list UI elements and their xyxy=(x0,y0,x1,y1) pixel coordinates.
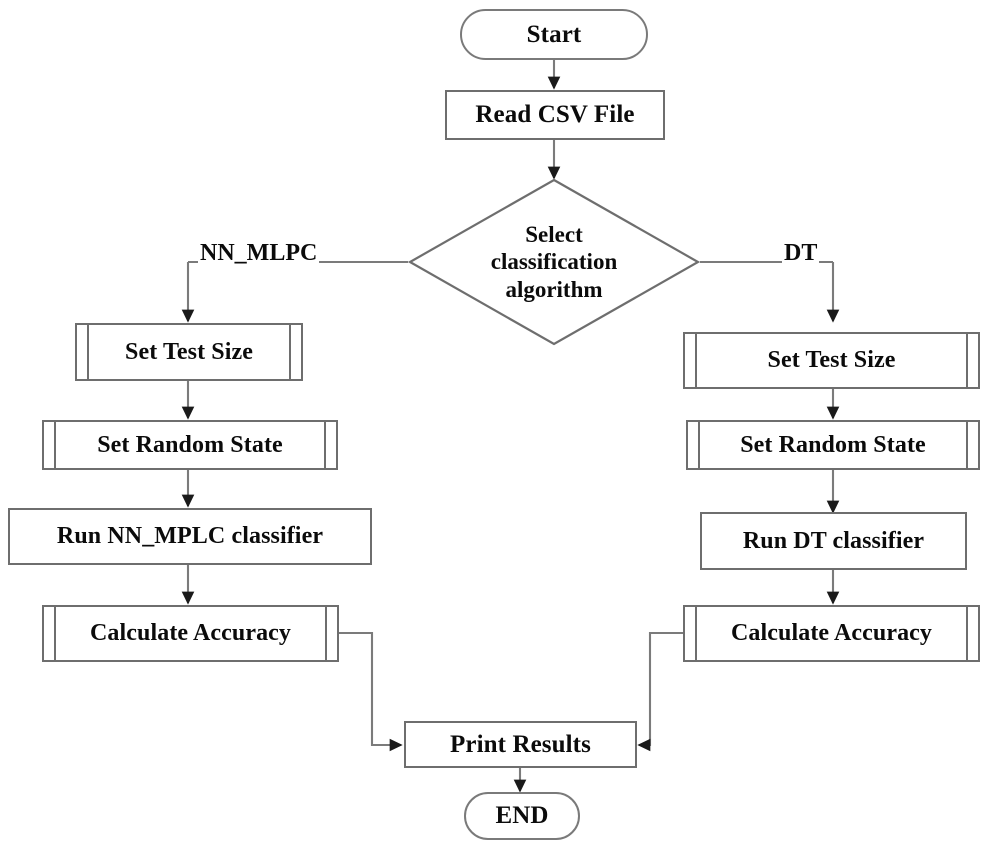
decision-diamond-shape xyxy=(408,178,700,346)
node-decision-label: Select classification algorithm xyxy=(490,222,618,302)
node-right-calculate-accuracy-label: Calculate Accuracy xyxy=(730,620,933,647)
node-start[interactable]: Start xyxy=(460,9,648,60)
node-right-run-classifier-label: Run DT classifier xyxy=(742,527,925,554)
node-end[interactable]: END xyxy=(464,792,580,840)
edge-label-right-branch: DT xyxy=(782,240,820,267)
node-decision-select-algorithm[interactable]: Select classification algorithm xyxy=(408,178,700,346)
edge-label-left-branch: NN_MLPC xyxy=(198,240,320,267)
node-right-set-test-size[interactable]: Set Test Size xyxy=(683,332,980,389)
node-print-results-label: Print Results xyxy=(450,730,591,758)
node-left-set-test-size-label: Set Test Size xyxy=(125,338,253,365)
node-left-set-random-state-label: Set Random State xyxy=(97,431,283,458)
node-left-set-test-size[interactable]: Set Test Size xyxy=(75,323,303,381)
node-right-calculate-accuracy[interactable]: Calculate Accuracy xyxy=(683,605,980,662)
node-left-calculate-accuracy-label: Calculate Accuracy xyxy=(89,620,292,647)
node-right-set-random-state-label: Set Random State xyxy=(740,431,926,458)
node-start-label: Start xyxy=(526,20,582,48)
node-read-csv-file[interactable]: Read CSV File xyxy=(445,90,665,140)
edge-right-accuracy-to-print xyxy=(637,631,683,752)
node-end-label: END xyxy=(495,802,549,829)
node-right-set-test-size-label: Set Test Size xyxy=(767,347,896,374)
node-read-csv-file-label: Read CSV File xyxy=(475,101,635,128)
node-left-run-classifier-label: Run NN_MPLC classifier xyxy=(56,523,324,550)
node-left-set-random-state[interactable]: Set Random State xyxy=(42,420,338,470)
node-left-run-classifier[interactable]: Run NN_MPLC classifier xyxy=(8,508,372,565)
edge-left-accuracy-to-print xyxy=(339,631,403,752)
node-right-set-random-state[interactable]: Set Random State xyxy=(686,420,980,470)
node-left-calculate-accuracy[interactable]: Calculate Accuracy xyxy=(42,605,339,662)
node-right-run-classifier[interactable]: Run DT classifier xyxy=(700,512,967,570)
node-print-results[interactable]: Print Results xyxy=(404,721,637,768)
